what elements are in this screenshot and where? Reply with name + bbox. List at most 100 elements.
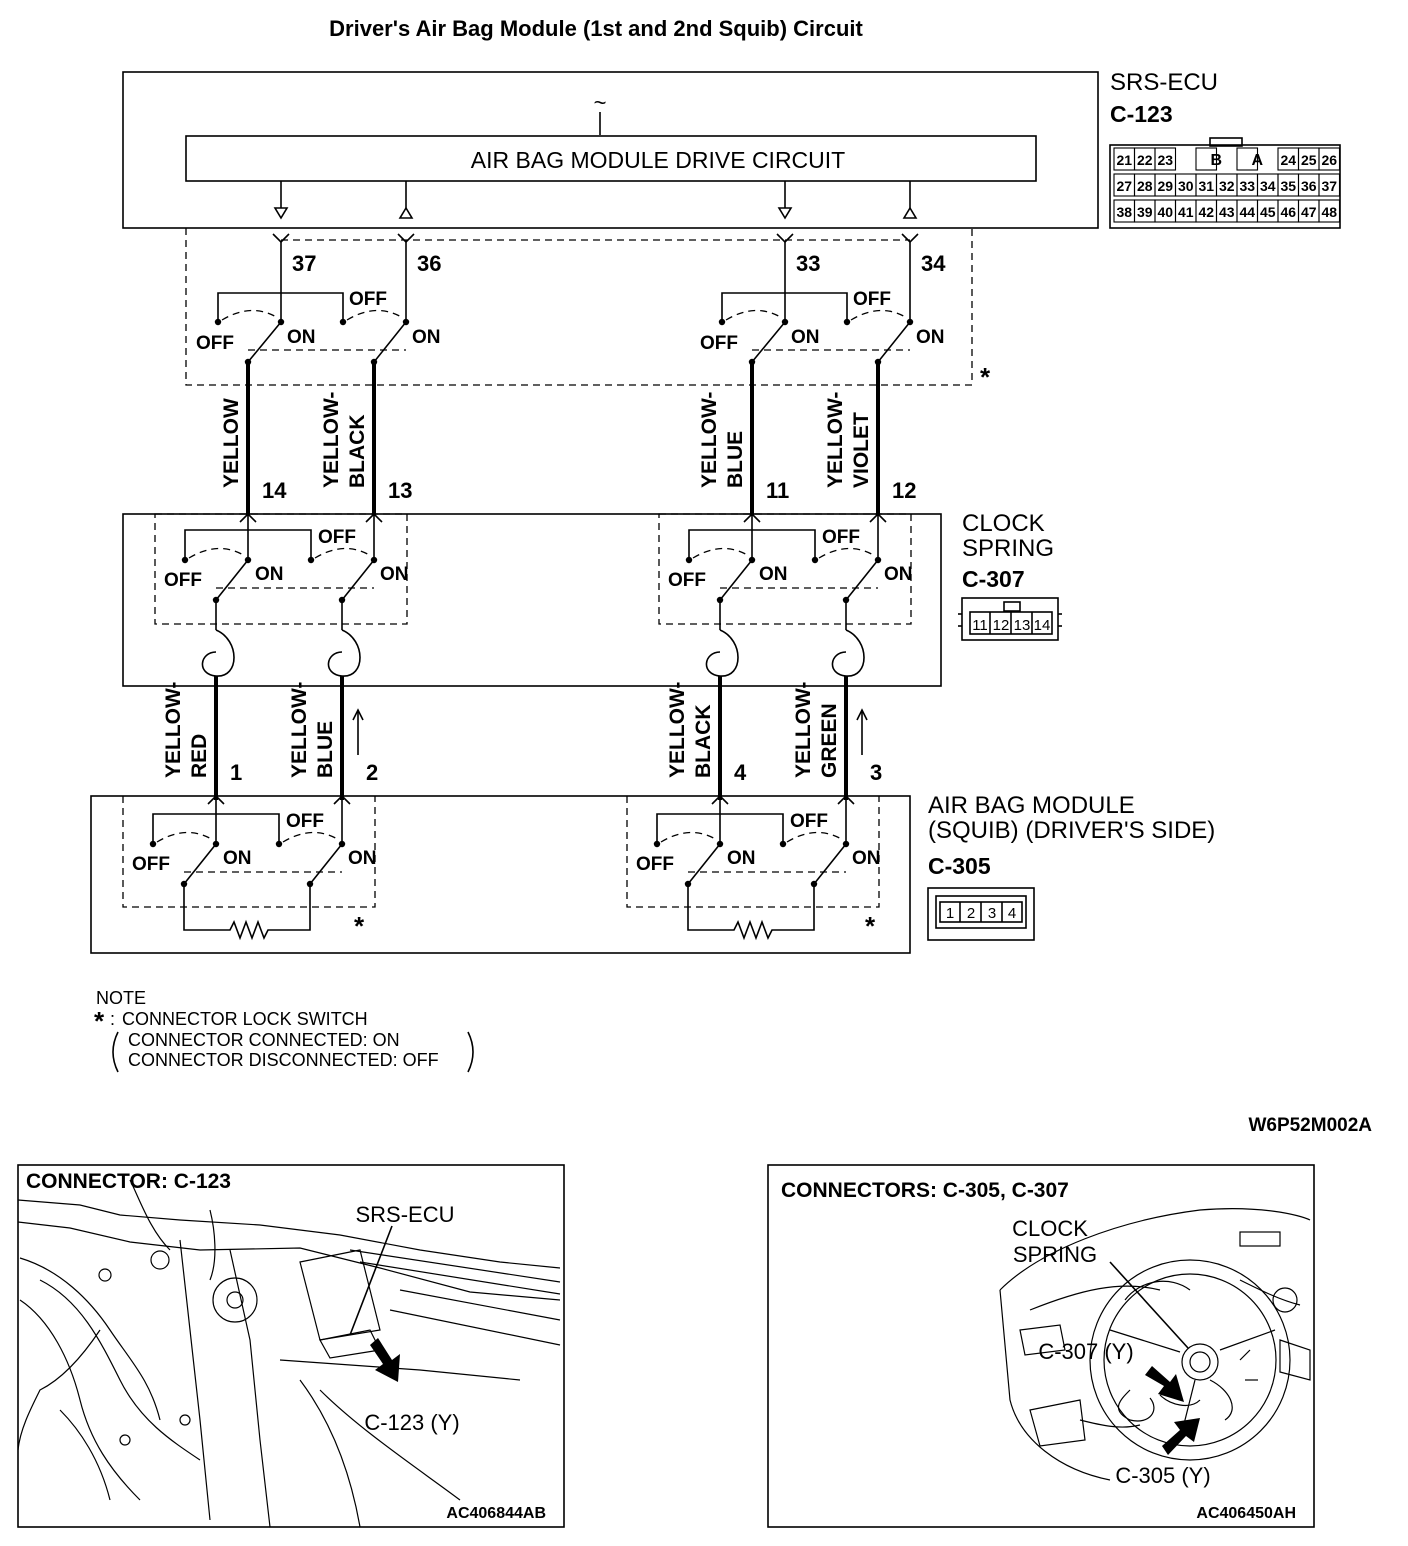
lock-switch-asterisk: *	[354, 911, 365, 941]
terminal-1: 1	[230, 760, 242, 785]
ecu-switch-pair-1	[214, 242, 410, 366]
on-label: ON	[223, 848, 252, 869]
svg-text:YELLOW-: YELLOW-	[288, 682, 311, 778]
c123-pin-31: 31	[1198, 178, 1214, 194]
c123-pin-cell	[1236, 147, 1259, 171]
lock-switch-asterisk: *	[865, 911, 876, 941]
terminal-13: 13	[388, 478, 412, 503]
c123-pin-47: 47	[1301, 204, 1317, 220]
svg-text:VIOLET: VIOLET	[850, 412, 873, 488]
wire-color-yellow-black: YELLOW- BLACK	[666, 682, 715, 778]
c123-pin-23: 23	[1157, 152, 1173, 168]
wave-symbol: ~	[594, 90, 607, 115]
clock-spring-label-line2: SPRING	[962, 535, 1054, 562]
off-label: OFF	[853, 289, 891, 310]
c123-pin-35: 35	[1280, 178, 1296, 194]
dashboard-illustration	[17, 1179, 561, 1528]
terminal-34: 34	[921, 251, 946, 276]
c307-pin-14: 14	[1034, 617, 1051, 634]
c123-pin-32: 32	[1219, 178, 1235, 194]
c123-pin-44: 44	[1239, 204, 1255, 220]
on-label: ON	[287, 327, 316, 348]
panel2-code: AC406450AH	[1196, 1505, 1296, 1522]
on-label: ON	[348, 848, 377, 869]
srs-ecu-label: SRS-ECU	[1110, 69, 1218, 96]
c123-pin-42: 42	[1198, 204, 1214, 220]
location-panel-c305-c307: CONNECTORS: C-305, C-307 CLOCK SPRING C-…	[767, 1164, 1315, 1528]
c123-pin-28: 28	[1137, 178, 1153, 194]
wire-color-yellow-blue: YELLOW- BLUE	[288, 682, 337, 778]
terminal-33: 33	[796, 251, 820, 276]
svg-text:BLACK: BLACK	[346, 415, 369, 489]
lock-switch-asterisk: *	[980, 362, 991, 392]
terminal-14: 14	[262, 478, 287, 503]
c123-pin-46: 46	[1280, 204, 1296, 220]
terminal-11: 11	[766, 478, 789, 503]
air-bag-module-block: * *	[90, 794, 911, 954]
off-label: OFF	[349, 289, 387, 310]
svg-text:YELLOW-: YELLOW-	[666, 682, 689, 778]
off-label: OFF	[286, 811, 324, 832]
note-line2: CONNECTOR CONNECTED: ON	[128, 1030, 400, 1050]
on-label: ON	[412, 327, 441, 348]
off-label: OFF	[132, 854, 170, 875]
module-switch-pair-1	[149, 800, 346, 941]
c123-pin-39: 39	[1137, 204, 1153, 220]
location-panel-c123: CONNECTOR: C-123 SRS-ECU C-123 (Y) AC406…	[17, 1164, 565, 1528]
c123-pin-21: 21	[1116, 152, 1132, 168]
svg-text:YELLOW-: YELLOW-	[320, 392, 343, 488]
panel1-code: AC406844AB	[446, 1505, 546, 1522]
note-asterisk: *	[94, 1006, 105, 1036]
srs-ecu-block: ~ AIR BAG MODULE DRIVE CIRCUIT	[122, 71, 1099, 229]
c123-pin-24: 24	[1280, 152, 1296, 168]
c305-pin-3: 3	[988, 905, 996, 922]
c123-pin-41: 41	[1178, 204, 1194, 220]
c123-pin-30: 30	[1178, 178, 1194, 194]
svg-text:YELLOW-: YELLOW-	[792, 682, 815, 778]
diagram-code: W6P52M002A	[1248, 1115, 1372, 1136]
wire-color-yellow-black: YELLOW- BLACK	[320, 392, 369, 488]
on-label: ON	[380, 564, 409, 585]
c307-pin-12: 12	[993, 617, 1010, 634]
air-bag-module-connector-label: C-305	[928, 853, 991, 879]
terminal-37: 37	[292, 251, 316, 276]
c123-pin-37: 37	[1321, 178, 1337, 194]
c123-pin-43: 43	[1219, 204, 1235, 220]
c123-pin-cell	[1195, 147, 1218, 171]
steering-wheel-illustration	[999, 1208, 1311, 1481]
panel2-c305-label: C-305 (Y)	[1115, 1463, 1210, 1488]
on-label: ON	[759, 564, 788, 585]
c123-pin-33: 33	[1239, 178, 1255, 194]
on-label: ON	[727, 848, 756, 869]
panel2-c307-label: C-307 (Y)	[1038, 1339, 1133, 1364]
c123-pin-cell	[1318, 147, 1341, 171]
drive-circuit-label: AIR BAG MODULE DRIVE CIRCUIT	[471, 147, 845, 173]
terminal-4: 4	[734, 760, 747, 785]
note-line1: CONNECTOR LOCK SWITCH	[122, 1009, 368, 1029]
on-label: ON	[916, 327, 945, 348]
c123-pin-cell	[1318, 199, 1341, 223]
c123-pin-27: 27	[1116, 178, 1132, 194]
off-label: OFF	[196, 333, 234, 354]
c307-pin-13: 13	[1014, 617, 1031, 634]
note-line3: CONNECTOR DISCONNECTED: OFF	[128, 1050, 439, 1070]
c123-pin-45: 45	[1260, 204, 1276, 220]
svg-text:GREEN: GREEN	[818, 703, 841, 778]
clock-spring-block	[122, 512, 942, 687]
on-label: ON	[852, 848, 881, 869]
srs-ecu-connector-label: C-123	[1110, 101, 1173, 127]
c123-pin-36: 36	[1301, 178, 1317, 194]
panel1-title: CONNECTOR: C-123	[26, 1170, 231, 1193]
c305-connector-face: 1 2 3 4	[927, 887, 1035, 941]
wire-color-yellow-green: YELLOW- GREEN	[792, 682, 841, 778]
panel1-srs-ecu-label: SRS-ECU	[355, 1202, 454, 1227]
svg-text:BLUE: BLUE	[724, 431, 747, 488]
svg-text:YELLOW-: YELLOW-	[698, 392, 721, 488]
terminal-3: 3	[870, 760, 882, 785]
panel2-title: CONNECTORS: C-305, C-307	[781, 1179, 1069, 1202]
off-label: OFF	[164, 570, 202, 591]
c123-pin-a: A	[1251, 152, 1263, 169]
c307-connector-face: 11 12 13 14	[958, 597, 1062, 641]
